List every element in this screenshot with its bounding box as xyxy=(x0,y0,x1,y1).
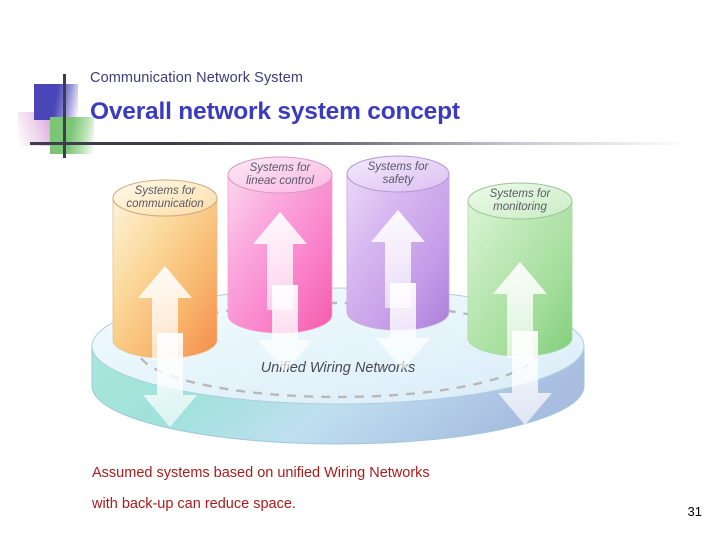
cylinder-communication-label-line1: Systems for xyxy=(135,185,197,197)
body-line-1: Assumed systems based on unified Wiring … xyxy=(92,465,430,481)
page-number: 31 xyxy=(687,504,702,519)
slide-body-text: Assumed systems based on unified Wiring … xyxy=(92,458,652,520)
cylinder-monitoring-label-line1: Systems for xyxy=(490,188,552,200)
arrow-pair-lineac-control xyxy=(253,212,312,372)
slide-eyebrow-text: Communication Network System xyxy=(90,70,304,86)
decoration-blue-square xyxy=(34,84,78,120)
header-divider-rule xyxy=(30,142,690,145)
arrow-pair-communication xyxy=(138,266,197,427)
cylinder-safety-label-line1: Systems for xyxy=(368,161,430,173)
network-concept-diagram: Unified Wiring Networks Systems for comm… xyxy=(0,150,720,450)
cylinder-communication-label-line2: communication xyxy=(126,198,203,210)
cylinder-lineac-control-label-line1: Systems for xyxy=(250,162,312,174)
cylinder-monitoring-label-line2: monitoring xyxy=(493,201,547,213)
decoration-vertical-line xyxy=(63,74,66,158)
body-line-2: with back-up can reduce space. xyxy=(92,496,296,512)
cylinder-lineac-control-label-line2: lineac control xyxy=(246,175,314,187)
decoration-green-square xyxy=(50,117,94,154)
page-title: Overall network system concept xyxy=(90,98,460,125)
cylinder-safety-label-line2: safety xyxy=(383,174,415,186)
arrow-pair-monitoring xyxy=(493,262,552,425)
base-disc-label: Unified Wiring Networks xyxy=(261,360,416,376)
arrow-pair-safety xyxy=(371,210,430,370)
slide-header: Communication Network System Overall net… xyxy=(0,0,720,158)
